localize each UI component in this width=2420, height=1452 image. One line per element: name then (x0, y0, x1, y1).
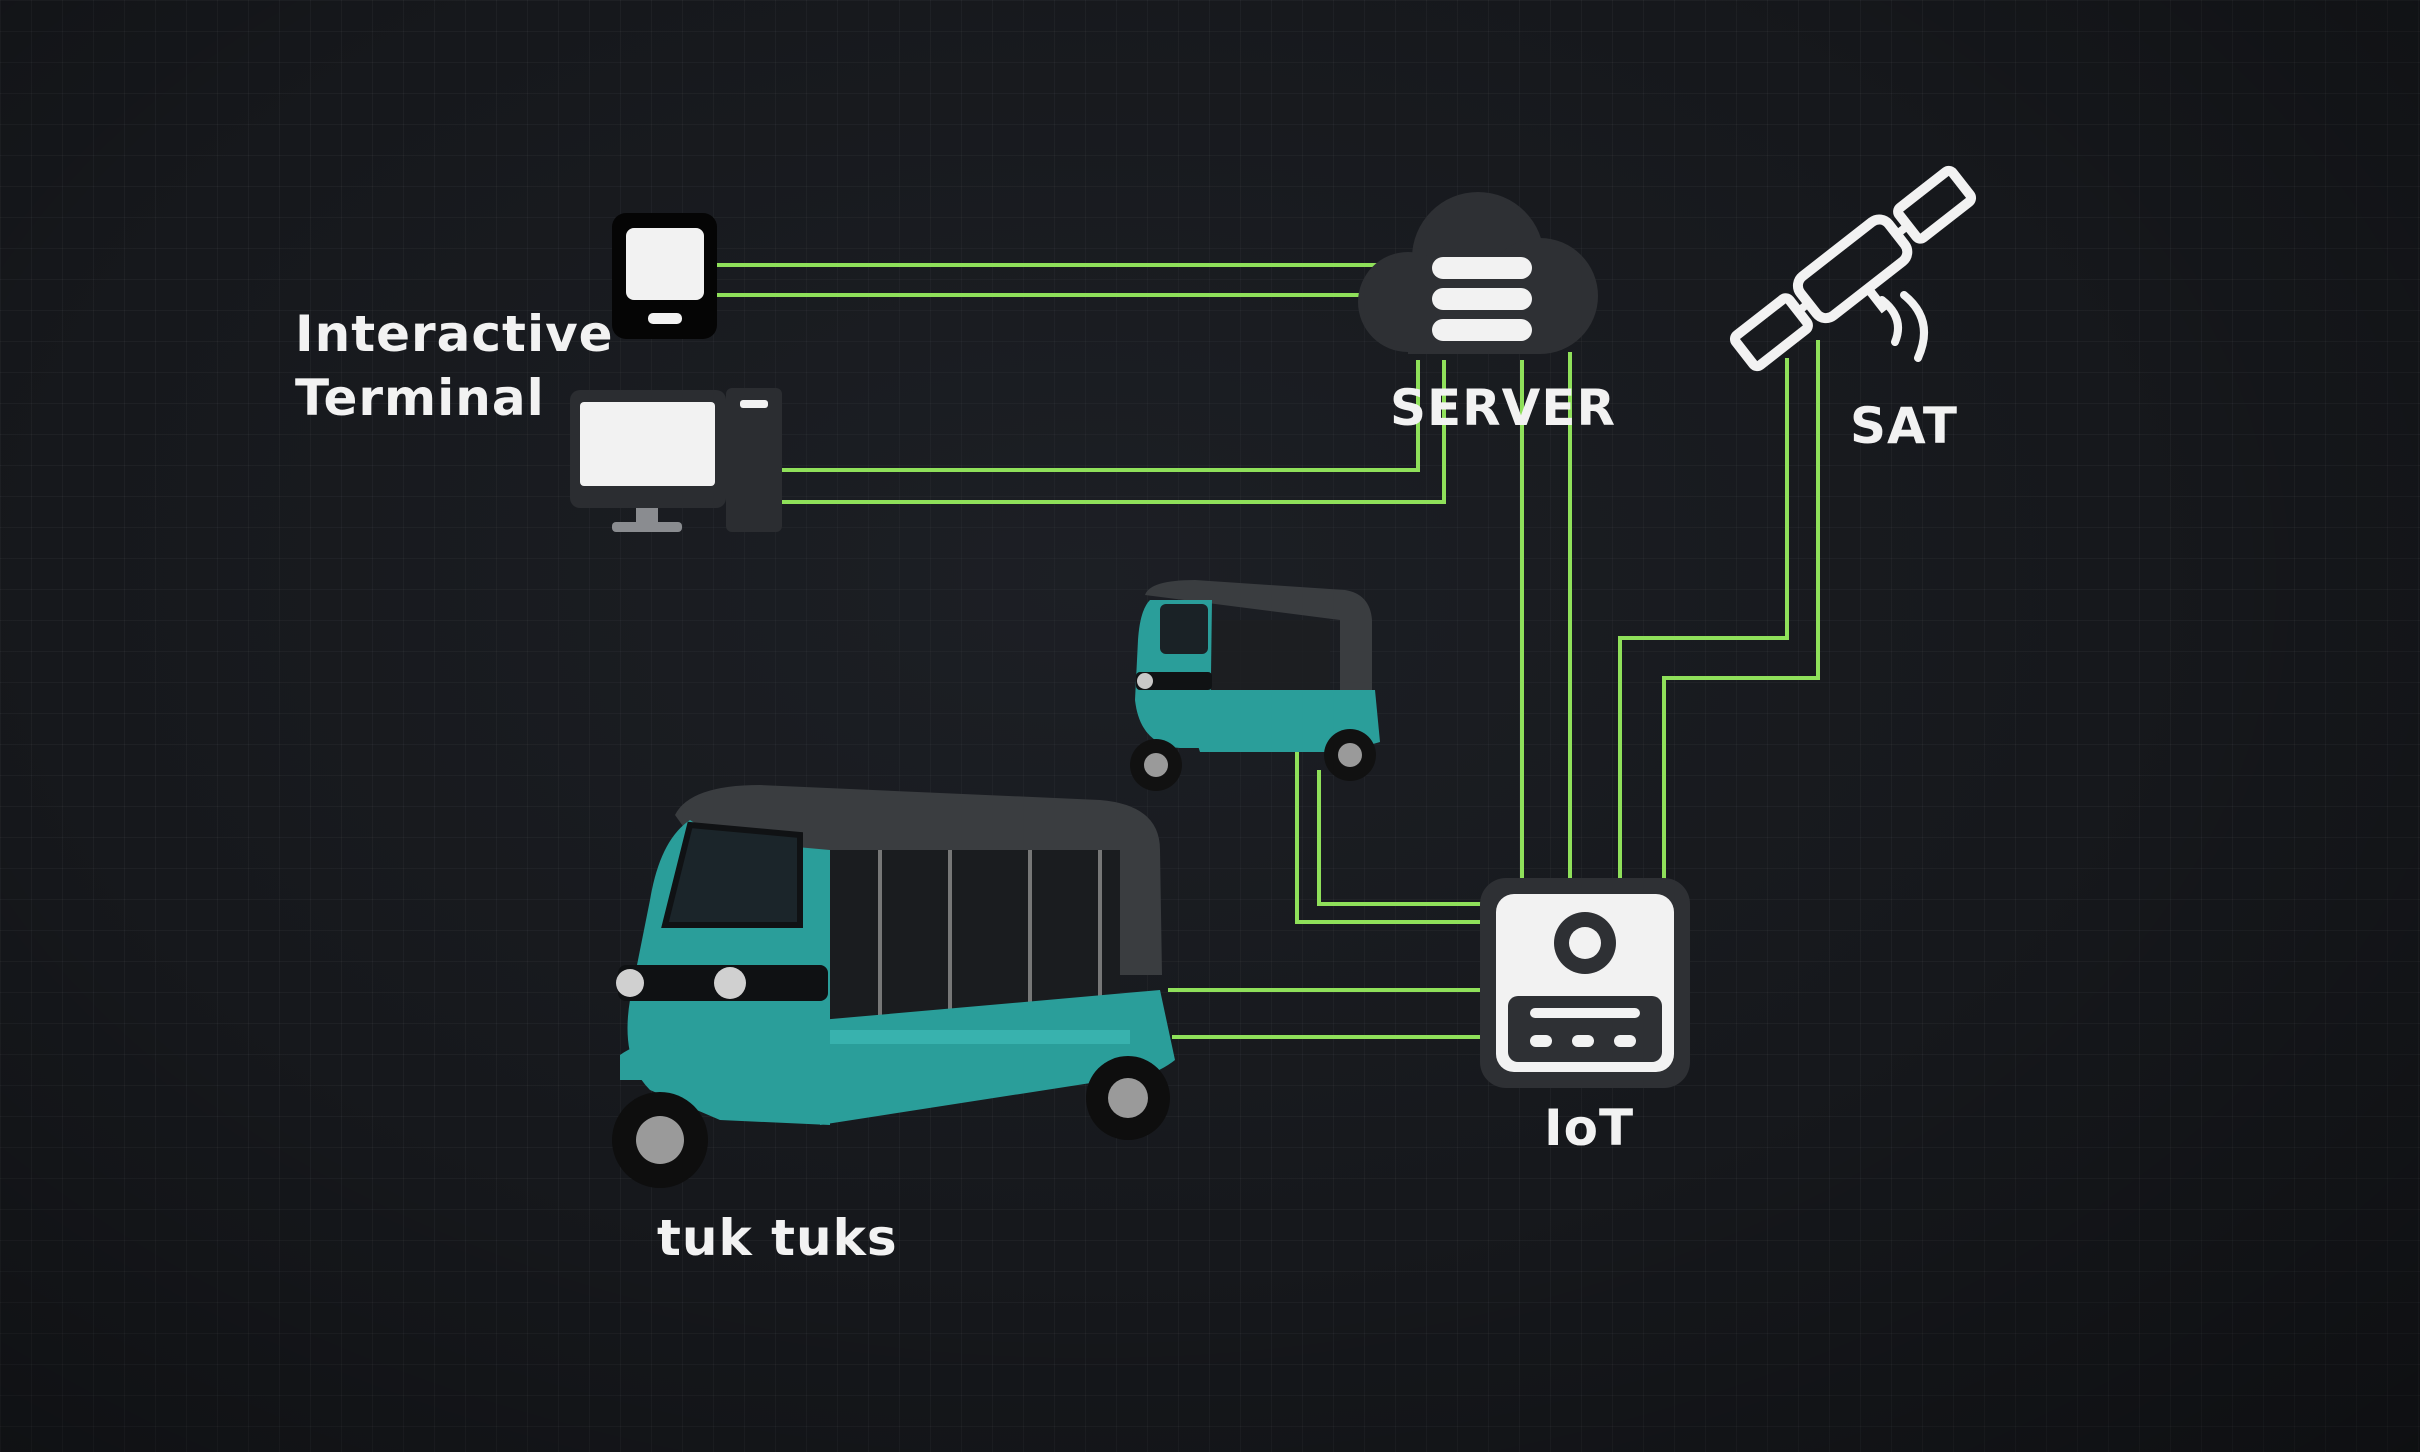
connection-sat-iot-1 (1618, 358, 1789, 880)
connection-sat-iot-2 (1662, 340, 1820, 880)
server-label: SERVER (1390, 379, 1617, 437)
signal-waves-icon (1878, 291, 1928, 362)
iot-label: IoT (1544, 1099, 1635, 1157)
connection-small-tuk-iot-1 (1295, 740, 1482, 924)
interactive-terminal-label: Interactive Terminal (295, 302, 614, 430)
connection-desktop-server-1 (780, 360, 1420, 472)
tablet-icon (612, 213, 717, 339)
connection-lines (715, 263, 1820, 1039)
interactive-terminal-label-line1: Interactive (295, 305, 614, 363)
tuk-tuks-label: tuk tuks (657, 1209, 898, 1267)
cloud-server-icon (1358, 192, 1598, 354)
connection-desktop-server-2 (780, 360, 1446, 504)
tuk-tuk-small-icon (1130, 580, 1380, 791)
tuk-tuk-large-icon (612, 785, 1175, 1188)
desktop-computer-icon (570, 388, 782, 532)
connection-small-tuk-iot-2 (1317, 770, 1482, 906)
satellite-icon (1729, 165, 1977, 372)
interactive-terminal-label-line2: Terminal (295, 369, 545, 427)
iot-device-icon (1480, 878, 1690, 1088)
sat-label: SAT (1850, 397, 1958, 455)
